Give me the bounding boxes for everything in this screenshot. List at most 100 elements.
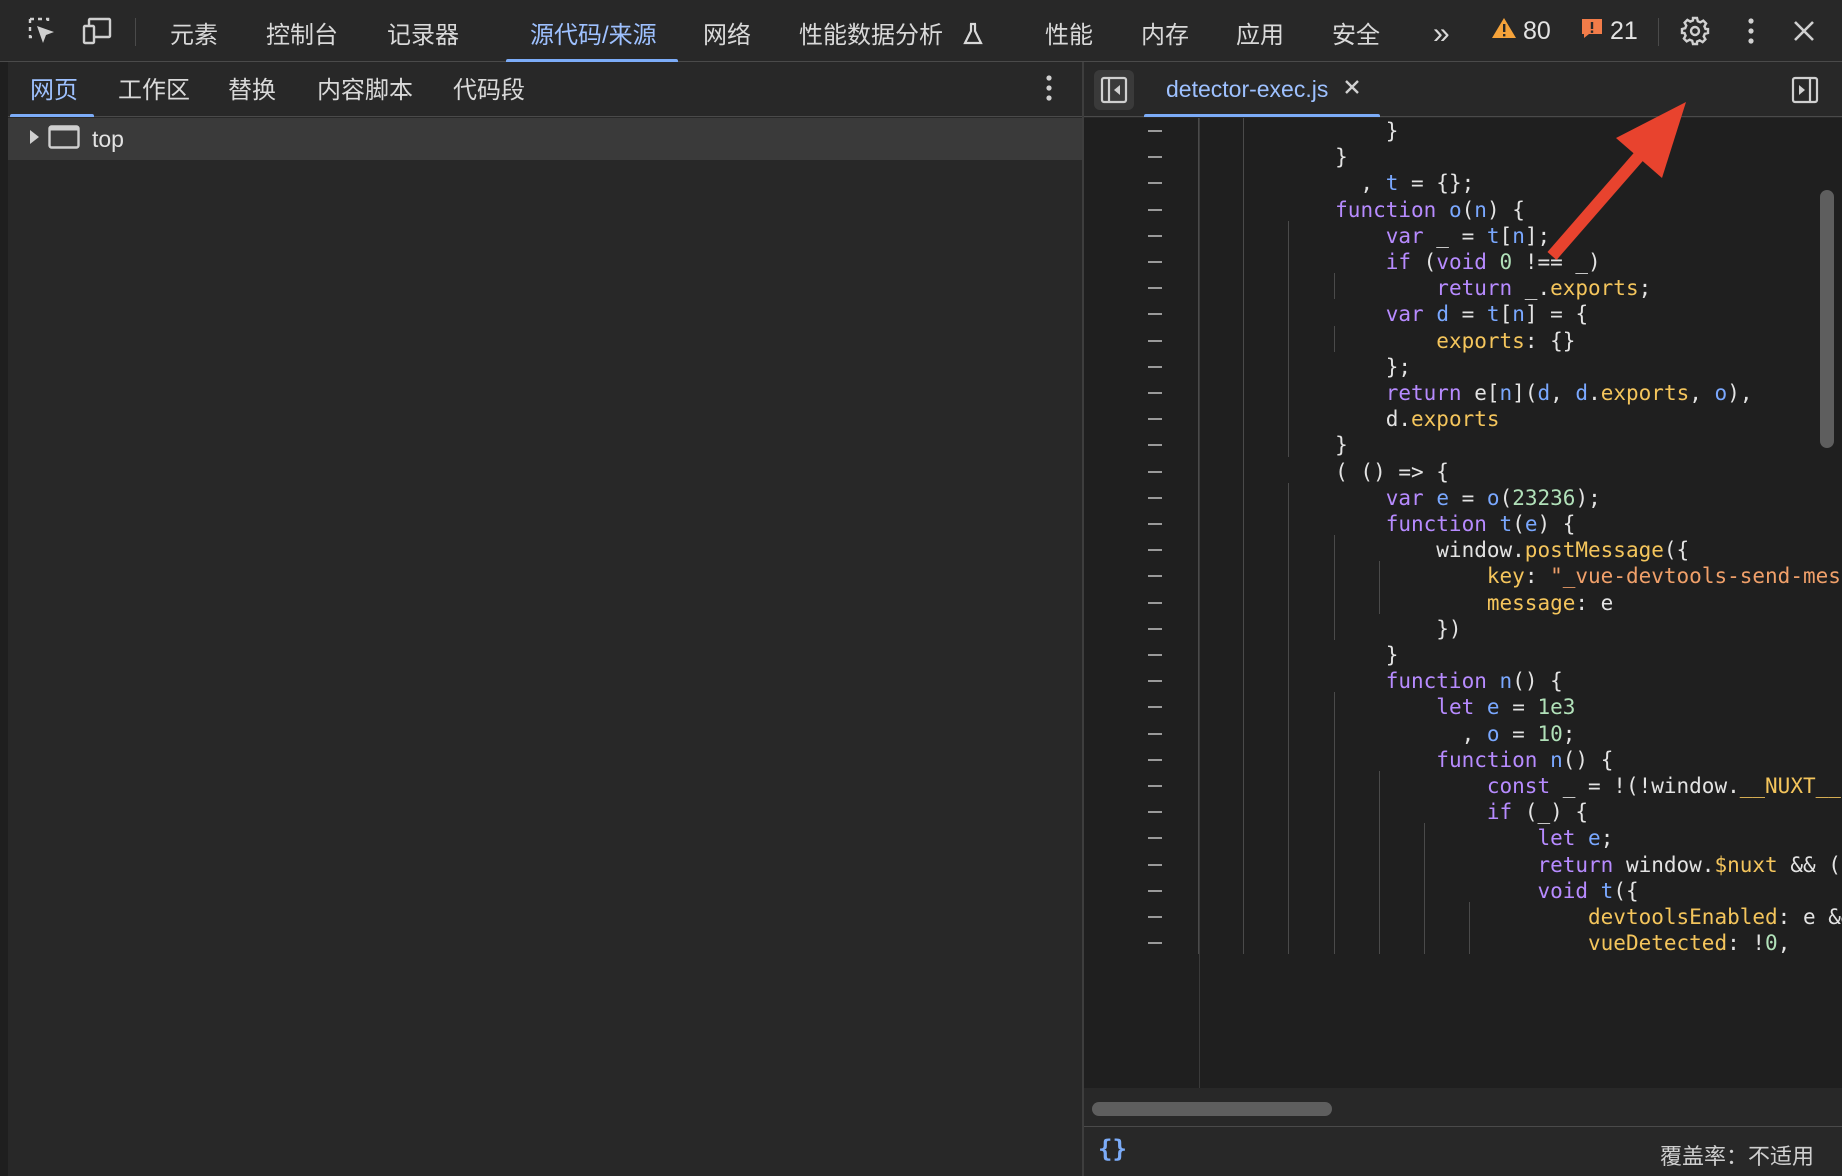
- gutter-dash: [1148, 156, 1162, 159]
- gutter-dash: [1148, 287, 1162, 290]
- gutter-dash: [1148, 523, 1162, 525]
- tab-recorder[interactable]: 记录器: [387, 22, 459, 49]
- gutter-dash: [1148, 680, 1162, 683]
- toggle-debugger-icon[interactable]: [1791, 76, 1819, 109]
- editor-status-bar: {} 覆盖率：不适用: [1084, 1126, 1842, 1176]
- gutter-dash: [1148, 418, 1162, 421]
- code-line: message: e: [1486, 590, 1614, 615]
- gutter-dash: [1148, 785, 1162, 787]
- tab-workspace[interactable]: 工作区: [118, 77, 190, 104]
- gutter-dash: [1148, 182, 1162, 185]
- code-editor[interactable]: } } , t = {}; function o(n) { var _ = t[…: [1084, 118, 1842, 1088]
- toolbar-separator: [135, 18, 136, 46]
- horizontal-scrollbar[interactable]: [1092, 1102, 1332, 1116]
- code-line: devtoolsEnabled: e &&: [1588, 905, 1842, 929]
- code-line: var d = t[n] = {: [1385, 302, 1589, 327]
- indent-guide: [1333, 692, 1335, 955]
- indent-guide: [1469, 902, 1471, 955]
- close-icon[interactable]: [1787, 14, 1821, 48]
- vertical-scrollbar[interactable]: [1820, 190, 1834, 448]
- devtools-toolbar: 元素 控制台 记录器 源代码/来源 网络 性能数据分析 性能 内存 应用 安全 …: [0, 0, 1842, 62]
- tab-content-scripts[interactable]: 内容脚本: [317, 77, 413, 104]
- gutter-dash: [1148, 313, 1162, 316]
- indent-guide: [1288, 220, 1290, 457]
- tab-performance[interactable]: 性能: [1045, 22, 1093, 49]
- tab-network[interactable]: 网络: [703, 22, 751, 49]
- tab-console[interactable]: 控制台: [266, 22, 338, 49]
- toolbar-separator: [1658, 18, 1659, 46]
- expand-arrow-icon[interactable]: [28, 129, 40, 150]
- code-content[interactable]: } } , t = {}; function o(n) { var _ = t[…: [1084, 118, 1842, 1088]
- indent-guide: [1333, 325, 1335, 352]
- more-tabs-button[interactable]: »: [1433, 17, 1450, 50]
- frame-icon: [48, 124, 80, 154]
- indent-guide: [1243, 118, 1245, 955]
- gear-icon[interactable]: [1678, 14, 1712, 48]
- gutter-dash: [1148, 732, 1162, 735]
- issues-count: 21: [1610, 16, 1638, 45]
- tab-overrides[interactable]: 替换: [228, 77, 276, 104]
- code-line: return e[n](d, d.exports, o),: [1385, 381, 1753, 405]
- toggle-navigator-icon[interactable]: [1094, 70, 1134, 110]
- more-vertical-icon[interactable]: [1734, 14, 1768, 48]
- tab-elements[interactable]: 元素: [170, 22, 218, 49]
- tab-sources[interactable]: 源代码/来源: [506, 0, 678, 62]
- code-line: const _ = !(!window.__NUXT__ &&: [1486, 774, 1841, 798]
- gutter-dash: [1148, 339, 1162, 342]
- code-line: if (_) {: [1486, 800, 1589, 825]
- left-edge-strip: [0, 62, 8, 1176]
- tab-snippets[interactable]: 代码段: [453, 77, 525, 104]
- gutter-dash: [1148, 601, 1162, 604]
- gutter-dash: [1148, 365, 1162, 368]
- tree-item-top[interactable]: top: [8, 118, 1082, 160]
- code-line: var e = o(23236);: [1385, 485, 1601, 510]
- issue-icon: [1580, 16, 1604, 47]
- code-line: key: "_vue-devtools-send-message",: [1486, 564, 1842, 589]
- gutter-dash: [1148, 496, 1162, 499]
- tab-application[interactable]: 应用: [1236, 22, 1284, 49]
- code-line: var _ = t[n];: [1385, 223, 1551, 248]
- code-line: ( () => {: [1234, 459, 1449, 484]
- indent-guide: [1198, 118, 1199, 955]
- indent-guide: [1378, 771, 1380, 955]
- indent-guide: [1378, 561, 1380, 614]
- tab-page[interactable]: 网页: [10, 62, 94, 117]
- indent-guide: [1288, 482, 1290, 955]
- code-line: function n() {: [1385, 669, 1563, 694]
- code-line: , t = {};: [1234, 171, 1475, 196]
- line-gutter: [1084, 118, 1164, 1088]
- gutter-dash: [1148, 654, 1162, 656]
- tab-security[interactable]: 安全: [1332, 22, 1380, 49]
- tab-performance-insights[interactable]: 性能数据分析: [799, 0, 984, 61]
- code-line: , o = 10;: [1234, 721, 1576, 746]
- tree-item-label: top: [92, 125, 124, 152]
- issues-badge[interactable]: 21: [1580, 16, 1638, 46]
- inspect-element-icon[interactable]: [25, 14, 59, 48]
- warnings-badge[interactable]: 80: [1491, 16, 1551, 46]
- coverage-text: 覆盖率：不适用: [1659, 1144, 1814, 1169]
- warnings-count: 80: [1523, 16, 1551, 45]
- code-line: let e = 1e3: [1436, 695, 1576, 720]
- warning-icon: [1491, 16, 1517, 47]
- gutter-dash: [1148, 234, 1162, 237]
- code-line: }): [1234, 616, 1462, 641]
- code-line: d.exports: [1234, 407, 1500, 432]
- active-tab-indicator: [10, 114, 94, 117]
- file-tab-detector-exec[interactable]: detector-exec.js: [1144, 62, 1381, 117]
- gutter-dash: [1148, 549, 1162, 552]
- close-tab-icon[interactable]: [1344, 79, 1360, 100]
- pane-divider[interactable]: [1082, 62, 1084, 1176]
- navigator-more-icon[interactable]: [1045, 75, 1053, 106]
- editor-file-tabs: detector-exec.js: [1084, 62, 1842, 117]
- gutter-dash: [1148, 706, 1162, 709]
- code-line: }: [1234, 119, 1399, 143]
- code-line: }: [1234, 145, 1348, 170]
- code-line: window.postMessage({: [1234, 538, 1690, 563]
- code-line: return window.$nuxt && (e: [1537, 852, 1842, 877]
- tab-memory[interactable]: 内存: [1141, 22, 1189, 49]
- code-line: function t(e) {: [1385, 512, 1576, 536]
- pretty-print-button[interactable]: {}: [1098, 1135, 1127, 1163]
- device-toolbar-icon[interactable]: [80, 14, 114, 48]
- code-line: function o(n) {: [1335, 197, 1525, 222]
- code-line: }: [1234, 643, 1399, 667]
